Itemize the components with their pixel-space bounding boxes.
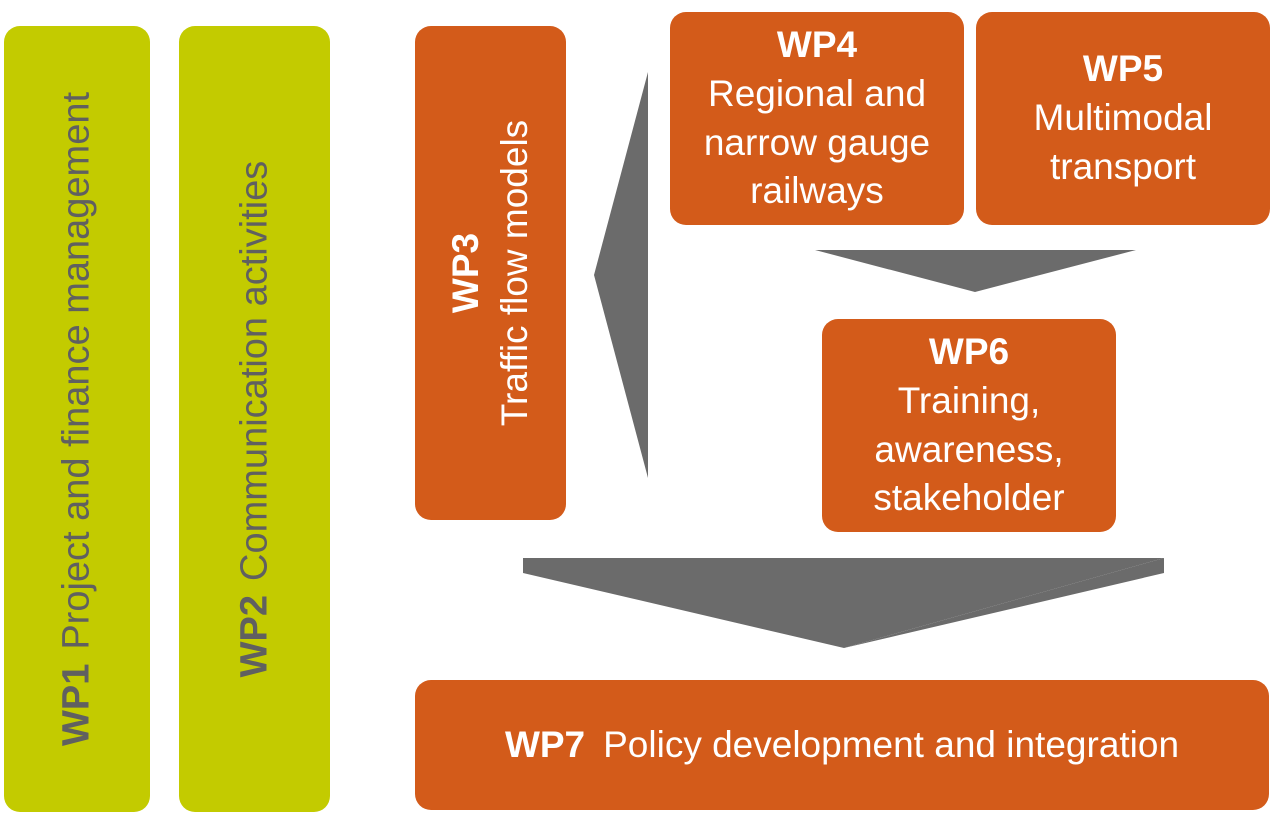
wp5-line: transport (1049, 145, 1196, 187)
wp5-label: WP5 Multimodal transport (976, 12, 1270, 225)
wp4-code: WP4 (776, 23, 858, 65)
wp4-line: Regional and (707, 72, 927, 114)
wp4-line: narrow gauge (703, 121, 931, 163)
arrow-left (594, 72, 648, 478)
wp5-box: WP5 Multimodal transport (976, 12, 1270, 225)
wp7-box: WP7 Policy development and integration (415, 680, 1269, 810)
wp6-code: WP6 (928, 330, 1010, 372)
wp6-line: Training, (897, 379, 1041, 421)
wp2-box: WP2Communication activities (179, 26, 330, 812)
wp7-label: WP7 Policy development and integration (415, 680, 1269, 810)
wp1-box: WP1Project and finance management (4, 26, 150, 812)
wp6-box: WP6 Training, awareness, stakeholder (822, 319, 1116, 532)
arrow-down-large (523, 558, 1164, 648)
wp4-label: WP4 Regional and narrow gauge railways (670, 12, 964, 225)
wp4-line: railways (750, 170, 884, 212)
wp6-line: awareness, (874, 428, 1064, 470)
wp7-code: WP7 (504, 724, 586, 765)
wp6-line: stakeholder (873, 477, 1065, 519)
wp5-code: WP5 (1082, 48, 1164, 90)
wp4-box: WP4 Regional and narrow gauge railways (670, 12, 964, 225)
wp5-line: Multimodal (1033, 97, 1213, 139)
arrow-down-large-right (844, 558, 1164, 648)
arrow-down-small (815, 250, 1136, 292)
wp6-label: WP6 Training, awareness, stakeholder (822, 319, 1116, 532)
wp7-title: Policy development and integration (603, 724, 1180, 765)
wp3-box: WP3 Traffic flow models (415, 26, 566, 520)
